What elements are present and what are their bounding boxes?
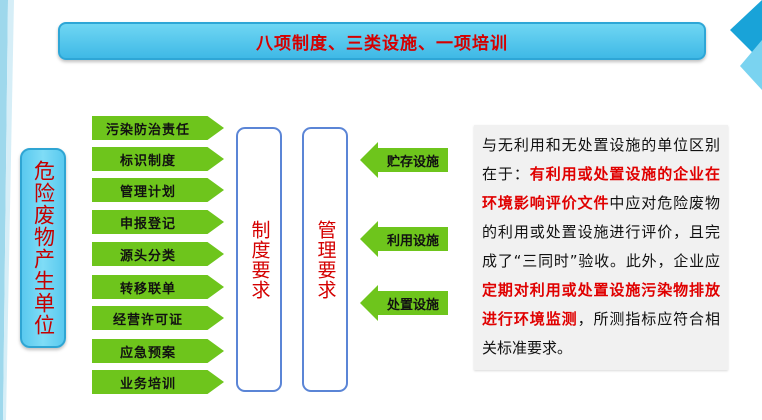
system-arrow-item: 申报登记 bbox=[92, 210, 224, 234]
note-text: 与无利用和无处置设施的单位区别在于： bbox=[482, 136, 720, 183]
title-bar: 八项制度、三类设施、一项培训 bbox=[58, 22, 706, 60]
arrow-right-shape bbox=[92, 306, 224, 330]
system-label: 业务培训 bbox=[119, 376, 176, 392]
generator-unit-box: 危险废物产生单位 bbox=[20, 148, 66, 348]
facility-label: 利用设施 bbox=[386, 233, 439, 249]
facility-arrow-item: 利用设施 bbox=[360, 221, 450, 257]
facility-label: 处置设施 bbox=[386, 297, 439, 313]
arrow-left-shape bbox=[360, 285, 448, 321]
arrow-left-shape bbox=[360, 221, 448, 257]
system-arrow-item: 管理计划 bbox=[92, 178, 224, 202]
arrow-right-shape bbox=[92, 370, 224, 394]
facility-arrow-item: 贮存设施 bbox=[360, 142, 450, 178]
note-highlight: 有利用或处置设施的企业在环境影响评价文件 bbox=[482, 165, 720, 212]
arrow-right-shape bbox=[92, 275, 224, 299]
management-requirements-label: 管理要求 bbox=[314, 219, 337, 300]
page-title: 八项制度、三类设施、一项培训 bbox=[256, 33, 508, 54]
note-highlight: 定期对利用或处置设施污染物排放进行环境监测 bbox=[482, 281, 720, 328]
arrow-right-shape bbox=[92, 147, 224, 171]
facility-arrow-item: 处置设施 bbox=[360, 285, 450, 321]
system-arrow-item: 应急预案 bbox=[92, 339, 224, 363]
system-label: 经营许可证 bbox=[112, 312, 183, 328]
arrow-right-shape bbox=[92, 242, 224, 266]
arrow-right-shape bbox=[92, 116, 224, 140]
arrow-right-shape bbox=[92, 178, 224, 202]
system-label: 标识制度 bbox=[119, 153, 176, 169]
system-requirements-label: 制度要求 bbox=[248, 219, 271, 300]
system-label: 源头分类 bbox=[119, 248, 176, 264]
system-label: 应急预案 bbox=[119, 345, 176, 361]
management-requirements-box: 管理要求 bbox=[302, 127, 348, 392]
top-right-decoration bbox=[730, 0, 762, 90]
explanation-note: 与无利用和无处置设施的单位区别在于：有利用或处置设施的企业在环境影响评价文件中应… bbox=[474, 125, 728, 370]
system-arrow-item: 经营许可证 bbox=[92, 306, 224, 330]
system-arrow-item: 标识制度 bbox=[92, 147, 224, 171]
arrow-right-shape bbox=[92, 339, 224, 363]
arrow-left-shape bbox=[360, 142, 448, 178]
system-arrow-item: 污染防治责任 bbox=[92, 116, 224, 140]
system-requirements-box: 制度要求 bbox=[236, 127, 282, 392]
system-arrow-item: 转移联单 bbox=[92, 275, 224, 299]
note-text: 中应对危险废物的利用或处置设施进行评价，且完成了“三同时”验收。此外，企业应 bbox=[482, 194, 720, 270]
system-arrow-item: 业务培训 bbox=[92, 370, 224, 394]
system-label: 污染防治责任 bbox=[105, 122, 190, 138]
facility-label: 贮存设施 bbox=[386, 154, 439, 170]
system-arrow-item: 源头分类 bbox=[92, 242, 224, 266]
system-label: 申报登记 bbox=[119, 216, 176, 232]
generator-unit-label: 危险废物产生单位 bbox=[31, 160, 56, 336]
system-label: 管理计划 bbox=[119, 184, 176, 200]
system-label: 转移联单 bbox=[119, 281, 176, 297]
arrow-right-shape bbox=[92, 210, 224, 234]
note-text: ，所测指标应符合相关标准要求。 bbox=[482, 310, 720, 357]
left-edge-decoration bbox=[0, 0, 14, 420]
